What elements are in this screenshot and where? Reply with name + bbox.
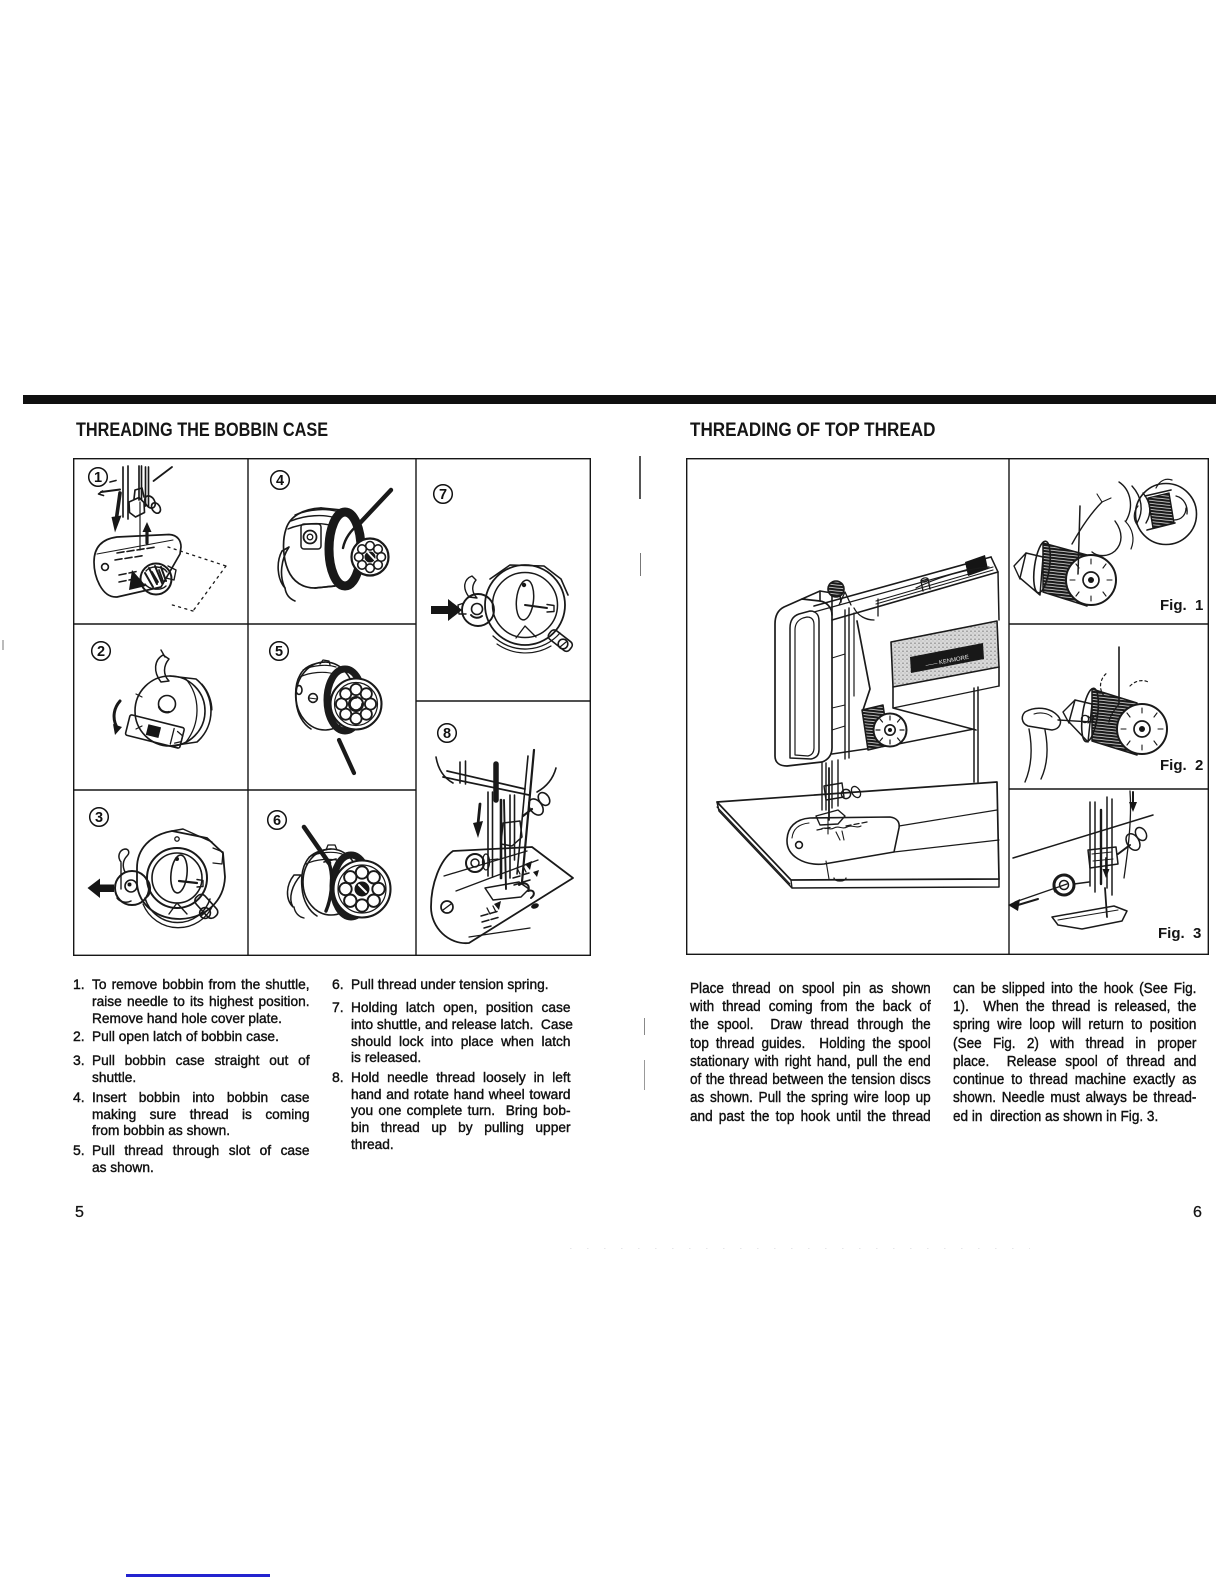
svg-text:5: 5	[275, 644, 283, 660]
svg-text:7: 7	[439, 487, 447, 503]
svg-text:Fig. 3: Fig. 3	[1158, 925, 1201, 942]
svg-text:4: 4	[276, 473, 284, 489]
svg-text:Fig. 2: Fig. 2	[1160, 757, 1203, 774]
svg-text:Fig. 1: Fig. 1	[1160, 597, 1203, 614]
svg-text:6: 6	[273, 813, 281, 829]
svg-text:1: 1	[94, 470, 102, 486]
svg-text:8: 8	[443, 726, 451, 742]
svg-text:2: 2	[97, 644, 105, 660]
svg-text:3: 3	[95, 810, 103, 826]
